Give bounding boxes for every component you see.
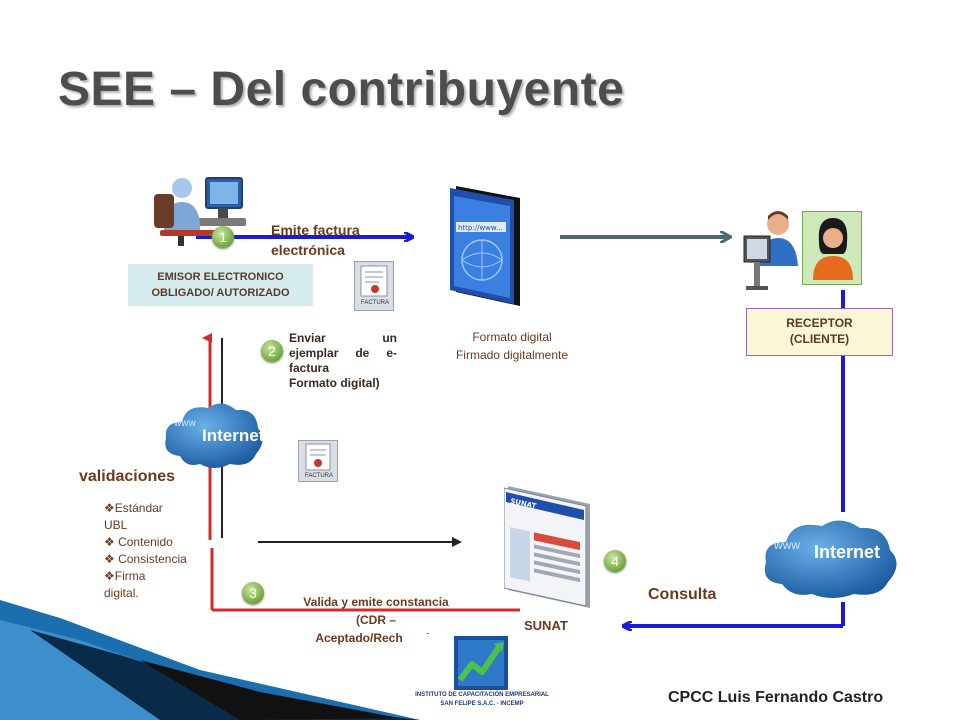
step-badge-2: 2	[261, 340, 283, 362]
cloud-right-label: Internet	[814, 542, 881, 562]
envio-line-3: factura	[289, 361, 330, 375]
browser-panel-icon: http://www...	[450, 186, 520, 306]
internet-cloud-left: www Internet	[160, 396, 268, 472]
cloud-right-www: www	[774, 538, 800, 552]
sunat-label: SUNAT	[524, 618, 568, 633]
envio-line-2: ejemplar de e-	[289, 346, 397, 360]
diamond-bullet-icon: ❖	[104, 552, 119, 566]
diamond-bullet-icon: ❖	[104, 501, 115, 515]
factura-document-icon: FACTURA	[354, 261, 394, 311]
emisor-box: EMISOR ELECTRONICO OBLIGADO/ AUTORIZADO	[128, 264, 313, 306]
validaciones-title: validaciones	[79, 468, 176, 485]
validacion-item: ❖Estándar UBL	[104, 501, 163, 532]
validacion-item: ❖Firma digital.	[104, 569, 146, 600]
validacion-item: ❖ Contenido	[104, 535, 173, 549]
internet-cloud-right: www Internet	[758, 512, 904, 602]
envio-line-4: Formato digital)	[289, 376, 380, 390]
receptor-woman-frame	[802, 211, 862, 285]
validaciones-list: ❖Estándar UBL ❖ Contenido ❖ Consistencia…	[104, 500, 204, 602]
step-badge-1: 1	[212, 226, 234, 248]
formato-line-1: Formato digital	[472, 330, 552, 344]
receptor-woman-icon	[813, 218, 853, 280]
receptor-line-1: RECEPTOR	[786, 316, 853, 330]
factura-doc-graphic	[360, 265, 388, 297]
cloud-left-graphic	[165, 403, 263, 468]
envio-line-1: Enviar un	[289, 331, 397, 345]
corner-swoosh	[0, 600, 420, 720]
factura-document-icon-2: FACTURA	[298, 440, 338, 482]
receptor-line-2: (CLIENTE)	[789, 332, 850, 346]
valida-line-1: Valida y emite constancia	[303, 595, 449, 609]
step-badge-4: 4	[604, 550, 626, 572]
step-badge-3: 3	[242, 582, 264, 604]
receptor-box: RECEPTOR (CLIENTE)	[746, 308, 893, 356]
incemp-logo-graphic	[454, 636, 508, 690]
emisor-box-label: EMISOR ELECTRONICO OBLIGADO/ AUTORIZADO	[151, 271, 290, 299]
emite-factura-text: Emite factura electrónica	[271, 222, 360, 258]
validacion-item: ❖ Consistencia	[104, 552, 187, 566]
factura-doc-caption: FACTURA	[360, 300, 389, 306]
envio-text: Enviar un ejemplar de e- factura Formato…	[289, 331, 397, 391]
formato-line-2: Firmado digitalmente	[455, 348, 569, 362]
cloud-left-www: www	[174, 418, 196, 429]
factura-doc-graphic-2	[305, 443, 331, 471]
browser-url-text: http://www...	[458, 224, 503, 232]
formato-digital-text: Formato digital Firmado digitalmente	[432, 328, 592, 364]
cloud-right-graphic	[764, 520, 897, 598]
diamond-bullet-icon: ❖	[104, 535, 119, 549]
incemp-logo: INSTITUTO DE CAPACITACIÓN EMPRESARIAL SA…	[402, 634, 562, 716]
factura-doc-caption-2: FACTURA	[304, 473, 333, 479]
diamond-bullet-icon: ❖	[104, 569, 115, 583]
sunat-website-icon: SUNAT	[504, 486, 590, 608]
valida-line-2: (CDR –	[355, 613, 396, 627]
emite-factura-label: Emite factura electrónica	[271, 220, 401, 260]
author-credit: CPCC Luis Fernando Castro	[668, 689, 884, 706]
emisor-computer-icon	[154, 177, 246, 246]
receptor-man-icon	[743, 211, 798, 290]
consulta-label: Consulta	[648, 586, 717, 603]
incemp-line-1: INSTITUTO DE CAPACITACIÓN EMPRESARIAL	[415, 692, 549, 698]
cloud-left-label: Internet	[202, 426, 265, 445]
incemp-line-2: SAN FELIPE S.A.C. - INCEMP	[440, 701, 524, 707]
page-title: SEE – Del contribuyente	[58, 63, 625, 116]
